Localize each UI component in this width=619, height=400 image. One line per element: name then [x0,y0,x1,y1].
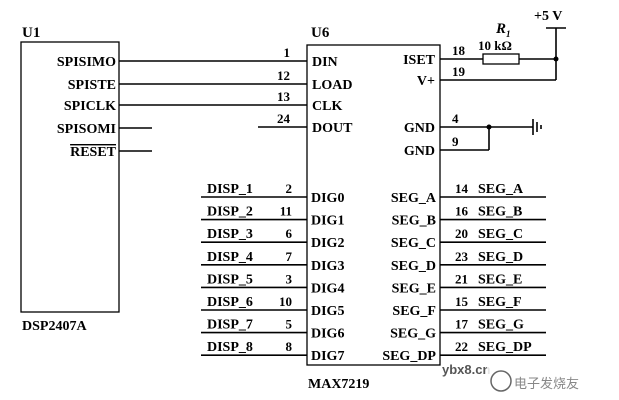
u1-pin-label: SPISIMO [57,55,116,70]
segment-net-label: SEG_G [478,318,524,333]
segment-net-label: SEG_C [478,227,523,242]
u1-pin-label: RESET [70,145,117,160]
u6-pin-number: 4 [452,111,459,126]
u1-ref: U1 [22,25,40,41]
u1-part: DSP2407A [22,319,87,334]
u1-pin-label: SPISTE [68,78,116,93]
segment-pin-number: 21 [455,271,468,286]
u6-pin-name: V+ [417,74,435,89]
digit-net-label: DISP_5 [207,272,253,287]
resistor-value: 10 kΩ [478,38,512,53]
power-wiring [440,27,566,151]
digit-pin-name: DIG2 [311,236,344,251]
spi-wires [119,60,307,152]
power-label: +5 V [534,9,562,24]
digit-pin-name: DIG0 [311,191,344,206]
digit-pin-name: DIG7 [311,349,344,364]
segment-net-label: SEG_B [478,205,522,220]
u1-body [20,41,120,313]
segment-pin-name: SEG_E [392,281,436,296]
segment-net-label: SEG_D [478,250,523,265]
u6-ref: U6 [311,25,330,41]
segment-net-label: SEG_E [478,272,522,287]
u1-pin-label: SPICLK [64,99,116,114]
ground-icon [532,119,542,135]
segment-pin-number: 22 [455,339,468,354]
segment-net-label: SEG_DP [478,340,532,355]
segment-pin-name: SEG_F [392,304,436,319]
u6-pin-number: 13 [277,89,291,104]
segment-pin-name: SEG_B [392,214,436,229]
segment-pin-name: SEG_A [391,191,437,206]
u6-pin-name: GND [404,121,435,136]
junction-dot [553,56,559,62]
segment-pin-number: 15 [455,294,469,309]
digit-pin-name: DIG5 [311,304,344,319]
digit-pin-name: DIG3 [311,259,344,274]
digit-pin-number: 11 [280,204,292,219]
segment-pin-number: 20 [455,226,468,241]
u6-pin-name: LOAD [312,78,352,93]
u6-pin-name: DIN [312,55,338,70]
segment-net-label: SEG_F [478,295,522,310]
digit-pin-name: DIG4 [311,281,344,296]
digit-pin-name: DIG6 [311,327,344,342]
segment-pin-number: 14 [455,181,469,196]
segment-pin-number: 16 [455,204,469,219]
watermark-logo-icon [490,370,512,392]
u6-body [306,44,441,366]
digit-net-label: DISP_6 [207,295,253,310]
digit-pin-number: 5 [286,317,293,332]
digit-net-label: DISP_7 [207,318,253,333]
segment-pin-name: SEG_D [391,259,436,274]
u6-pin-number: 18 [452,43,466,58]
u6-pin-number: 24 [277,111,291,126]
digit-net-label: DISP_1 [207,182,253,197]
digit-net-label: DISP_2 [207,205,253,220]
watermark-logo-text: 电子发烧友 [514,376,579,391]
digit-net-label: DISP_3 [207,227,253,242]
digit-pin-number: 3 [286,271,293,286]
u6-pin-name: GND [404,144,435,159]
segment-pin-name: SEG_DP [382,349,436,364]
u6-pin-number: 12 [277,68,290,83]
digit-pin-number: 7 [286,249,293,264]
digit-net-label: DISP_8 [207,340,253,355]
u1-pin-labels: SPISIMO SPISTE SPICLK SPISOMI RESET [57,55,117,160]
resistor-r1-body [482,53,520,65]
u6-pin-number: 9 [452,134,459,149]
u6-part: MAX7219 [308,377,369,392]
segment-pin-number: 23 [455,249,469,264]
watermark-site: ybx8.cn [442,362,490,377]
digit-pin-number: 2 [286,181,293,196]
junction-dot [486,124,492,130]
segment-pin-number: 17 [455,317,469,332]
digit-pin-number: 6 [286,226,293,241]
resistor-ref: R1 [495,21,511,39]
digit-pin-number: 8 [286,339,293,354]
digit-pin-number: 10 [279,294,292,309]
u1-pin-label: SPISOMI [57,122,116,137]
segment-net-label: SEG_A [478,182,524,197]
segment-pin-name: SEG_C [391,236,436,251]
digit-net-label: DISP_4 [207,250,253,265]
u6-pin-number: 19 [452,64,466,79]
watermark-logo-bg [487,358,617,398]
u6-pin-number: 1 [284,45,291,60]
u6-pin-name: CLK [312,99,342,114]
u6-pin-name: ISET [403,53,436,68]
digit-pin-name: DIG1 [311,214,344,229]
u6-pin-name: DOUT [312,121,353,136]
segment-pin-name: SEG_G [390,327,436,342]
